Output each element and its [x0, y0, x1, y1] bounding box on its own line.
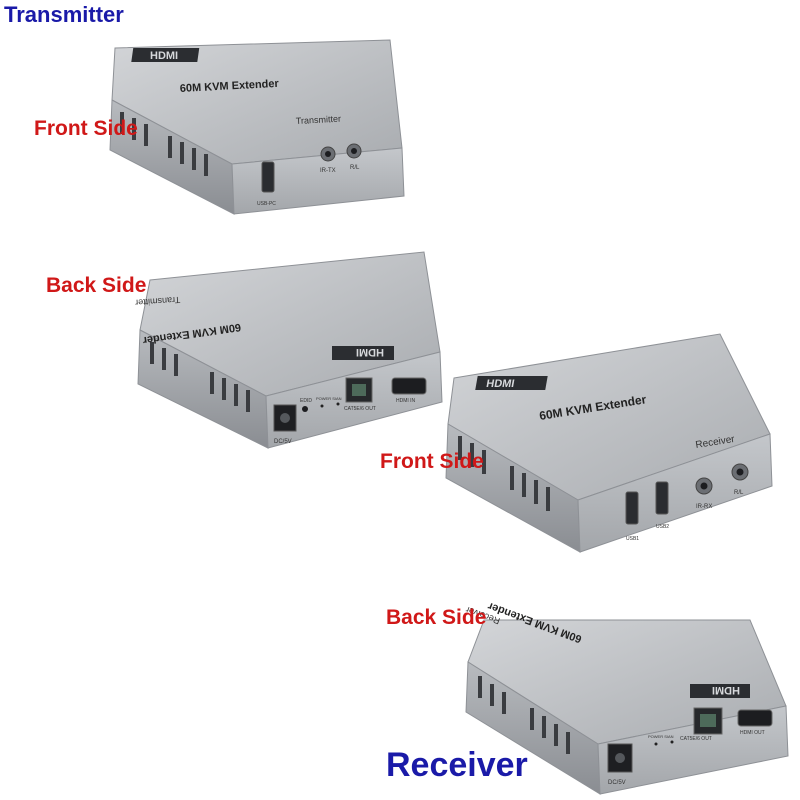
rl-port-label: R/L: [350, 165, 360, 171]
hdmi-logo: HDMI: [356, 346, 384, 358]
ir-port-label: IR-RX: [696, 504, 712, 510]
hdmi-port-label: HDMI IN: [396, 398, 416, 404]
audio-jack: [736, 468, 744, 476]
receiver-back-device: HDMI 60M KVM Extender Receiver DC/5V POW…: [464, 599, 789, 795]
dc-port-label: DC/5V: [274, 439, 292, 445]
ir-port-label: IR-TX: [320, 168, 336, 174]
svg-text:HDMI: HDMI: [150, 50, 178, 62]
role-label: Transmitter: [135, 295, 181, 308]
hdmi-logo: HDMI: [485, 378, 515, 390]
receiver-back-label: Back Side: [386, 606, 487, 629]
audio-jack: [351, 148, 357, 154]
hdmi-port: [737, 709, 773, 727]
hdmi-port: [391, 377, 427, 395]
receiver-heading: Receiver: [386, 746, 528, 784]
transmitter-heading: Transmitter: [4, 2, 124, 27]
power-sign-label: POWER SIAN: [648, 734, 674, 739]
usb1-label: USB1: [626, 536, 639, 542]
hdmi-logo: HDMI: [131, 48, 200, 62]
transmitter-back-label: Back Side: [46, 274, 147, 297]
usb2-label: USB2: [656, 524, 669, 530]
transmitter-front-device: HDMI 60M KVM Extender Transmitter USB-PC…: [109, 39, 405, 215]
hdmi-port-label: HDMI OUT: [740, 730, 765, 736]
usb1-port: [625, 491, 639, 525]
receiver-front-device: HDMI 60M KVM Extender Receiver USB1 USB2…: [445, 333, 773, 553]
usb-port: [261, 161, 275, 193]
rl-port-label: R/L: [734, 490, 744, 496]
usb-port-label: USB-PC: [257, 201, 276, 207]
transmitter-back-device: HDMI 60M KVM Extender Transmitter DC/5V …: [135, 251, 443, 449]
ir-jack: [700, 482, 708, 490]
transmitter-front-label: Front Side: [34, 117, 138, 140]
role-label: Transmitter: [296, 114, 342, 126]
receiver-front-label: Front Side: [380, 450, 484, 473]
ir-jack: [325, 151, 331, 157]
usb2-port: [655, 481, 669, 515]
hdmi-logo: HDMI: [712, 684, 740, 696]
edid-label: EDID: [300, 398, 312, 404]
edid-button: [302, 406, 308, 412]
power-sign-label: POWER SIAN: [316, 396, 342, 401]
dc-port-label: DC/5V: [608, 780, 626, 786]
lan-port-label: CAT5E/6 OUT: [680, 736, 712, 742]
lan-port-label: CAT5E/6 OUT: [344, 406, 376, 412]
model-label: 60M KVM Extender: [180, 78, 280, 95]
